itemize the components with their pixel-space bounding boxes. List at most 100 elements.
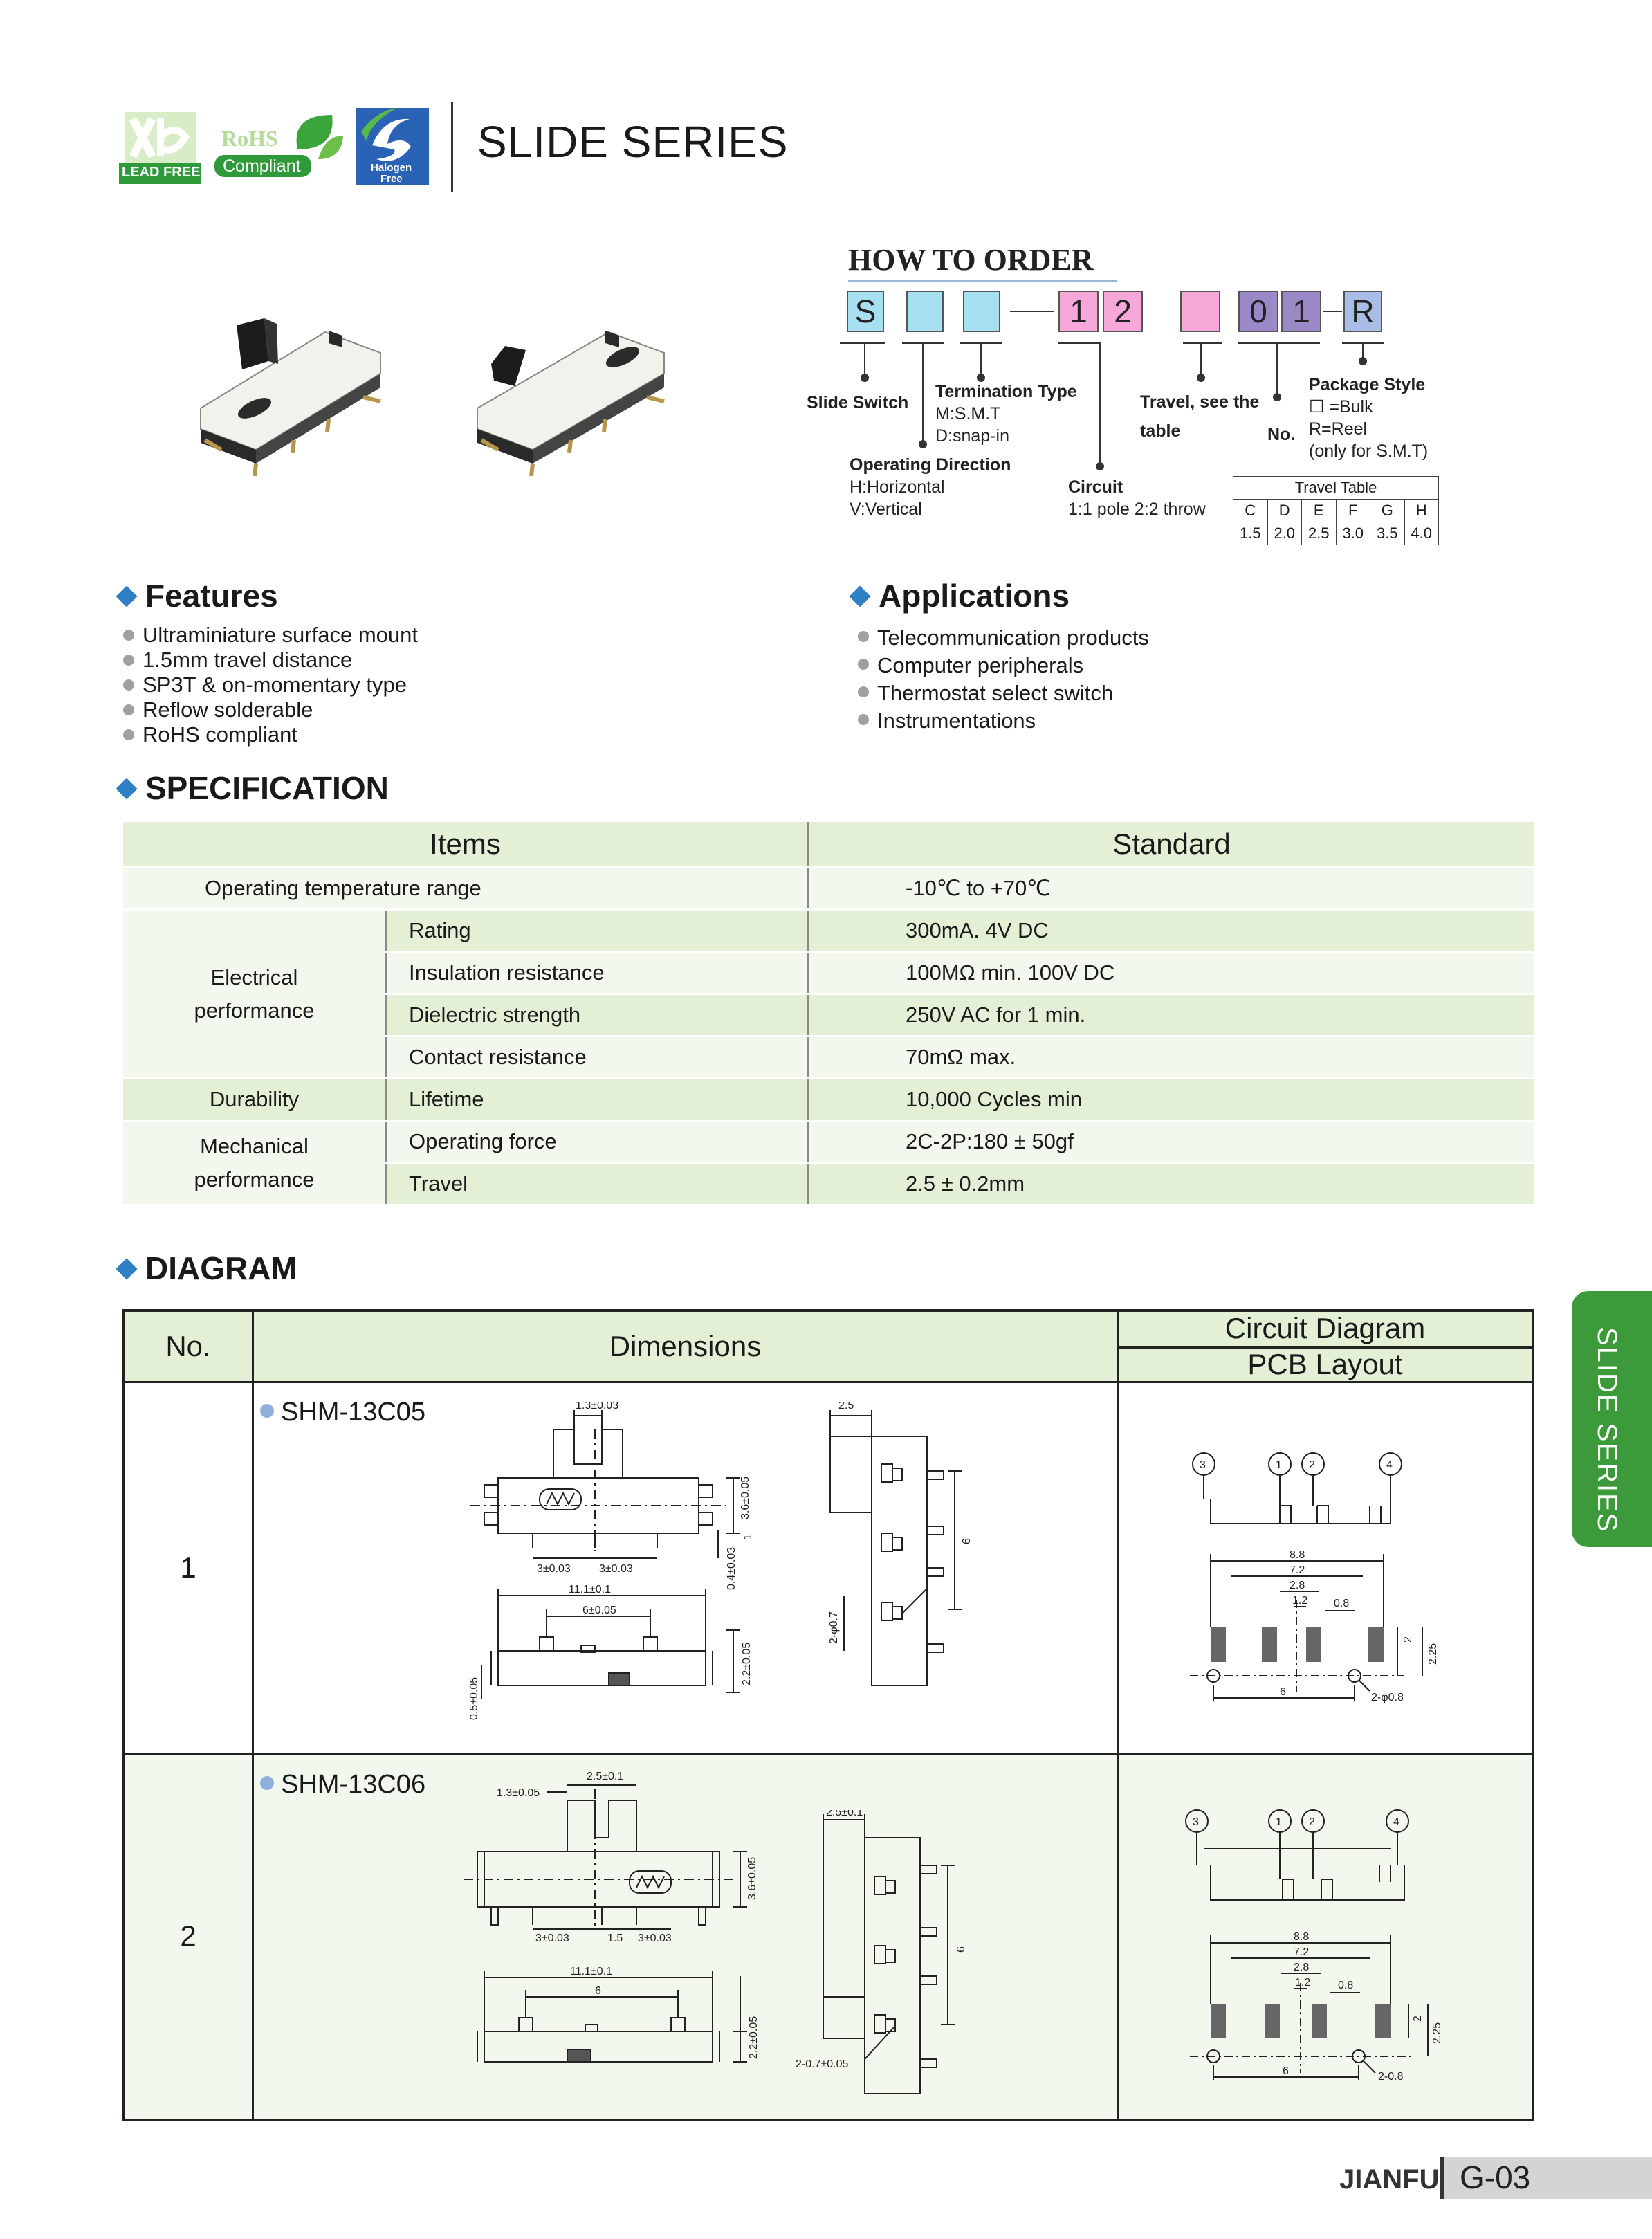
label-travel: Travel, see the table	[1140, 387, 1259, 446]
product-photo-1	[200, 318, 381, 477]
travel-table: Travel Table C D E F G H 1.5 2.0 2.5 3.0…	[1233, 476, 1439, 545]
dim-label: 2-0.8	[1378, 2071, 1404, 2083]
code-dash-2	[1323, 311, 1342, 312]
spec-value: 250V AC for 1 min.	[808, 994, 1534, 1037]
tt-letter: E	[1301, 499, 1337, 522]
diamond-icon	[116, 585, 138, 607]
applications-list: Telecommunication products Computer peri…	[856, 624, 1149, 735]
spec-group-label: Electrical	[210, 965, 298, 989]
label-direction: Operating Direction H:Horizontal V:Verti…	[850, 454, 1011, 520]
diagram-row-2-bg	[125, 1755, 1532, 2119]
features-heading: Features	[116, 577, 278, 614]
order-connector-lines	[840, 342, 1384, 470]
package-reel: R=Reel	[1309, 419, 1368, 439]
code-box-2	[906, 291, 944, 332]
code-box-1: S	[847, 291, 884, 332]
dim-label: 6	[1280, 1686, 1286, 1698]
applications-heading: Applications	[849, 577, 1070, 614]
footer-separator	[1440, 2157, 1444, 2199]
table-row: Travel 2.5 ± 0.2mm	[123, 1162, 1534, 1206]
package-bulk: ☐ =Bulk	[1309, 397, 1373, 417]
dim-label: 0.8	[1338, 1980, 1353, 1991]
code-box-6	[1180, 291, 1220, 332]
specification-table: Items Standard Operating temperature ran…	[123, 822, 1534, 1206]
list-item: Telecommunication products	[856, 624, 1149, 652]
side-tab	[1572, 1291, 1652, 1547]
code-box-7: 0	[1238, 291, 1278, 332]
travel-title: Travel, see the	[1140, 392, 1260, 412]
dim-label: 3±0.03	[599, 1563, 633, 1575]
tt-value: 2.0	[1267, 522, 1302, 545]
dim-label: 3±0.03	[638, 1932, 672, 1944]
tt-value: 1.5	[1233, 522, 1268, 545]
dim-label: 3.6±0.05	[740, 1477, 751, 1519]
dimension-drawing-2: 2.5±0.1 1.3±0.05 3.6±0.05 3±0.03 1.5 3±0…	[464, 1771, 760, 2063]
diagram-col-divider-1	[252, 1312, 254, 2119]
lead-free-logo: LEAD FREE	[119, 112, 201, 184]
code-box-5: 2	[1103, 291, 1143, 332]
table-row: Contact resistance 70mΩ max.	[123, 1036, 1534, 1079]
code-box-3	[963, 291, 1000, 332]
diamond-icon	[849, 585, 871, 607]
label-circuit: Circuit 1:1 pole 2:2 throw	[1068, 476, 1206, 520]
lead-free-text: LEAD FREE	[122, 165, 201, 180]
how-to-order-title: HOW TO ORDER	[848, 243, 1094, 277]
dim-label: 2-φ0.7	[828, 1611, 840, 1644]
halogen-text: Halogen	[371, 162, 412, 174]
tt-value: 3.5	[1370, 522, 1405, 545]
label-no: No.	[1267, 425, 1296, 444]
list-item: RoHS compliant	[122, 722, 418, 747]
direction-title: Operating Direction	[850, 455, 1011, 475]
dim-label: 1.2	[1292, 1595, 1307, 1607]
spec-item: Insulation resistance	[386, 951, 809, 995]
diagram-row-1-no: 1	[180, 1551, 196, 1584]
diagram-heading: DIAGRAM	[116, 1250, 297, 1287]
specification-heading: SPECIFICATION	[116, 769, 389, 807]
pin-label: 4	[1393, 1816, 1399, 1828]
list-item: 1.5mm travel distance	[122, 648, 418, 673]
termination-d: D:snap-in	[935, 426, 1009, 446]
tt-letter: G	[1370, 499, 1405, 522]
dim-label: 6	[1283, 2065, 1289, 2077]
dimension-drawing-1: 1.3±0.03 3±0.03 3±0.03 11.1±0.1 6±0.05 3…	[468, 1402, 754, 1720]
dim-label: 3±0.03	[535, 1932, 569, 1944]
dim-label: 1.5	[607, 1932, 623, 1944]
pin-label: 1	[1276, 1459, 1282, 1471]
how-to-order-underline	[848, 280, 1117, 282]
halogen-free-text: Free	[380, 173, 403, 185]
dim-label: 1	[742, 1534, 754, 1540]
travel-table-values: 1.5 2.0 2.5 3.0 3.5 4.0	[1233, 522, 1439, 545]
dim-label: 0.4±0.03	[726, 1547, 737, 1590]
dim-label: 2.25	[1427, 1643, 1439, 1665]
spec-group-label: Mechanical	[200, 1133, 309, 1158]
dim-label: 1.3±0.03	[576, 1402, 618, 1411]
package-title: Package Style	[1309, 375, 1426, 394]
dim-label: 0.5±0.05	[468, 1677, 480, 1720]
code-dash-1	[1010, 311, 1054, 312]
dim-label: 6±0.05	[582, 1605, 616, 1616]
diamond-icon	[116, 1258, 138, 1280]
dim-label: 2.25	[1431, 2022, 1443, 2044]
pin-label: 1	[1276, 1816, 1282, 1828]
pin-label: 2	[1309, 1459, 1315, 1471]
pin-label: 3	[1200, 1459, 1206, 1471]
termination-title: Termination Type	[935, 382, 1077, 401]
spec-group-label: performance	[194, 998, 315, 1023]
table-row: Insulation resistance 100MΩ min. 100V DC	[123, 951, 1534, 995]
direction-v: V:Vertical	[850, 500, 922, 519]
dim-label: 0.8	[1334, 1598, 1349, 1609]
spec-item: Contact resistance	[386, 1036, 809, 1079]
spec-group-durability: Durability	[123, 1078, 387, 1122]
dim-label: 8.8	[1290, 1549, 1305, 1561]
list-item: Ultraminiature surface mount	[122, 623, 418, 648]
rohs-text: RoHS	[221, 126, 278, 151]
dim-label: 2.2±0.05	[748, 2016, 760, 2059]
pin-label: 4	[1386, 1459, 1393, 1471]
dim-label: 2.8	[1290, 1580, 1305, 1591]
circuit-title: Circuit	[1068, 477, 1123, 497]
dim-label: 2-0.7±0.05	[796, 2058, 848, 2070]
spec-header-row: Items Standard	[123, 822, 1534, 868]
spec-col-standard: Standard	[808, 822, 1534, 868]
circuit-pcb-drawing-1: 3 1 2 4 8.8 7.2 2.8 1.2 0.8 2 2.25 6 2-φ…	[1190, 1452, 1439, 1703]
dim-label: 8.8	[1294, 1931, 1309, 1943]
